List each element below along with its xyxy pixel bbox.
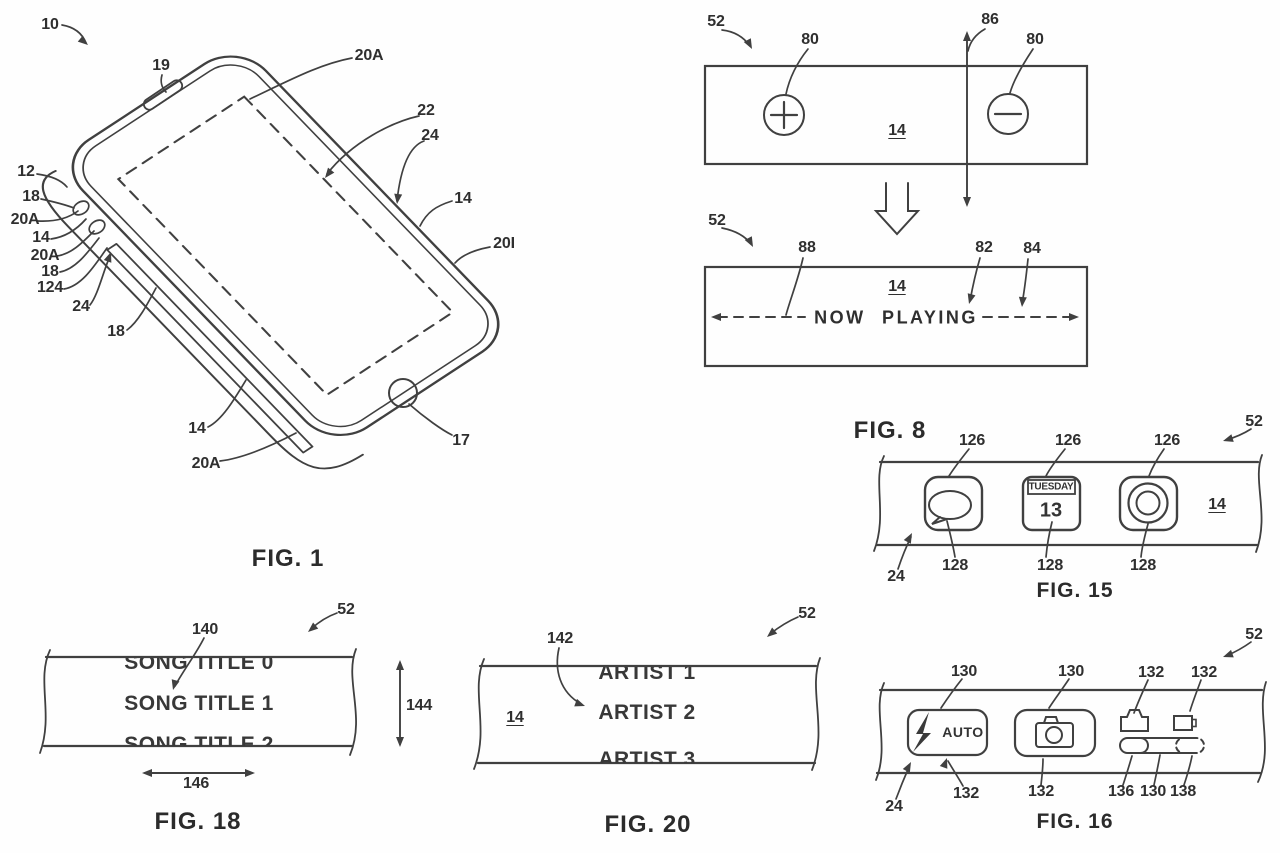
ref-130-1: 130 bbox=[951, 663, 977, 681]
ref-24-f16: 24 bbox=[885, 798, 902, 816]
ref-18-3: 18 bbox=[107, 323, 124, 341]
flash-auto-label: AUTO bbox=[942, 724, 983, 740]
ref-24-f15: 24 bbox=[887, 568, 904, 586]
fig1-caption: FIG. 1 bbox=[252, 545, 325, 573]
calendar-date: 13 bbox=[1040, 500, 1062, 523]
flash-bolt-icon bbox=[913, 712, 931, 752]
speaker-slot-icon bbox=[142, 78, 185, 112]
fig15-leaders bbox=[898, 429, 1251, 569]
song-row-1: SONG TITLE 1 bbox=[46, 693, 352, 715]
ref-132-2: 132 bbox=[1191, 664, 1217, 682]
ref-80-right: 80 bbox=[1026, 31, 1043, 49]
ref-126-3: 126 bbox=[1154, 432, 1180, 450]
ref-138: 138 bbox=[1170, 783, 1196, 801]
ref-18-1: 18 bbox=[22, 188, 39, 206]
song-row-0: SONG TITLE 0 bbox=[46, 658, 352, 674]
ref-52-f8top: 52 bbox=[707, 13, 724, 31]
artist-list: ARTIST 1 ARTIST 2 ARTIST 3 bbox=[478, 667, 816, 763]
artist-row-1: ARTIST 2 bbox=[478, 702, 816, 724]
ref-14-f8top: 14 bbox=[888, 122, 905, 140]
strip-top bbox=[705, 66, 1087, 164]
ref-14-left: 14 bbox=[32, 229, 49, 247]
ref-140: 140 bbox=[192, 621, 218, 639]
ref-19: 19 bbox=[152, 57, 169, 75]
song-row-2: SONG TITLE 2 bbox=[46, 734, 352, 746]
ref-126-1: 126 bbox=[959, 432, 985, 450]
ref-132-1: 132 bbox=[1138, 664, 1164, 682]
fig16-caption: FIG. 16 bbox=[1036, 810, 1113, 834]
ref-14-bottom: 14 bbox=[188, 420, 205, 438]
fig15-caption: FIG. 15 bbox=[1036, 579, 1113, 603]
ref-17: 17 bbox=[452, 432, 469, 450]
ref-144: 144 bbox=[406, 697, 432, 715]
ref-142: 142 bbox=[547, 630, 573, 648]
ref-130-3: 130 bbox=[1140, 783, 1166, 801]
camera-lens-icon bbox=[1120, 477, 1177, 530]
ref-22: 22 bbox=[417, 102, 434, 120]
ref-14-f15: 14 bbox=[1208, 496, 1225, 514]
ref-20a-left1: 20A bbox=[11, 211, 40, 229]
slider-pill-icon bbox=[1120, 738, 1204, 753]
ref-128-2: 128 bbox=[1037, 557, 1063, 575]
ref-124: 124 bbox=[37, 279, 63, 297]
ref-52-f15: 52 bbox=[1245, 413, 1262, 431]
ref-128-3: 128 bbox=[1130, 557, 1156, 575]
ref-24-right: 24 bbox=[421, 127, 438, 145]
fig18-caption: FIG. 18 bbox=[154, 808, 241, 836]
ref-80-left: 80 bbox=[801, 31, 818, 49]
transition-arrow-icon bbox=[876, 183, 918, 234]
ref-20i: 20I bbox=[493, 235, 515, 253]
ref-136: 136 bbox=[1108, 783, 1134, 801]
ref-52-f8bottom: 52 bbox=[708, 212, 725, 230]
ref-10: 10 bbox=[41, 16, 58, 34]
ref-84: 84 bbox=[1023, 240, 1040, 258]
fig20-caption: FIG. 20 bbox=[604, 811, 691, 839]
ref-146: 146 bbox=[183, 775, 209, 793]
ref-14-f8bottom: 14 bbox=[888, 278, 905, 296]
camera-icon bbox=[1015, 710, 1095, 756]
chat-bubble-icon bbox=[925, 477, 982, 530]
calendar-weekday: TUESDAY bbox=[1029, 482, 1074, 493]
ref-126-2: 126 bbox=[1055, 432, 1081, 450]
ref-132-4: 132 bbox=[1028, 783, 1054, 801]
ref-14-right: 14 bbox=[454, 190, 471, 208]
ref-130-2: 130 bbox=[1058, 663, 1084, 681]
ref-52-f16: 52 bbox=[1245, 626, 1262, 644]
ref-132-3: 132 bbox=[953, 785, 979, 803]
song-list: SONG TITLE 0 SONG TITLE 1 SONG TITLE 2 bbox=[46, 658, 352, 746]
ref-20a-top: 20A bbox=[355, 47, 384, 65]
ref-82: 82 bbox=[975, 239, 992, 257]
now-playing-text: NOW PLAYING bbox=[814, 308, 978, 329]
fig8-caption: FIG. 8 bbox=[854, 417, 927, 445]
side-button-icon bbox=[87, 217, 108, 236]
fig8-leaders bbox=[722, 29, 1033, 315]
artist-row-2: ARTIST 3 bbox=[478, 749, 816, 763]
fig1-arrowheads bbox=[78, 36, 402, 263]
ref-24-left: 24 bbox=[72, 298, 89, 316]
artist-row-0: ARTIST 1 bbox=[478, 667, 816, 684]
battery-icon bbox=[1174, 716, 1196, 730]
ref-88: 88 bbox=[798, 239, 815, 257]
ref-128-1: 128 bbox=[942, 557, 968, 575]
ref-12: 12 bbox=[17, 163, 34, 181]
fig1-drawing bbox=[25, 25, 531, 484]
ref-52-f20: 52 bbox=[798, 605, 815, 623]
ref-86: 86 bbox=[981, 11, 998, 29]
fig15-drawing bbox=[874, 429, 1262, 569]
ref-14-f20: 14 bbox=[506, 709, 523, 727]
ref-52-f18: 52 bbox=[337, 601, 354, 619]
display-area-dashed bbox=[118, 97, 452, 395]
ref-20a-bottom: 20A bbox=[192, 455, 221, 473]
